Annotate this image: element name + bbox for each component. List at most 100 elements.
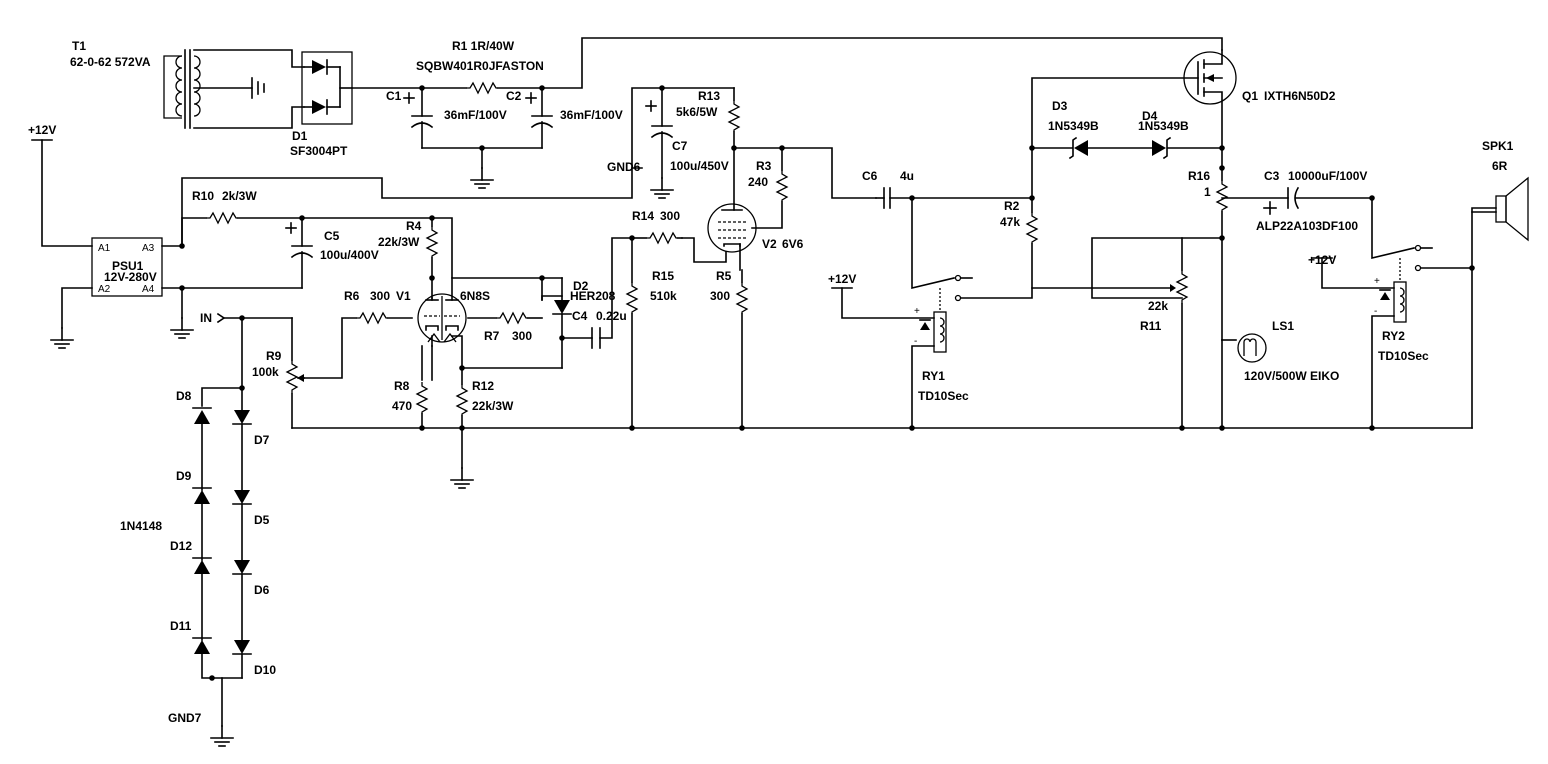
net-plus12-a: +12V bbox=[28, 123, 56, 137]
r1-value: SQBW401R0JFASTON bbox=[416, 59, 544, 73]
r14-value: 300 bbox=[660, 209, 680, 223]
diode-d9 bbox=[192, 487, 212, 504]
d1-value: SF3004PT bbox=[290, 144, 348, 158]
r9-value: 100k bbox=[252, 365, 279, 379]
potentiometer-r11 bbox=[1170, 237, 1189, 429]
c5-ref: C5 bbox=[324, 229, 340, 243]
r9-ref: R9 bbox=[266, 349, 282, 363]
psu1-value: 12V-280V bbox=[104, 270, 157, 284]
ry1-value: TD10Sec bbox=[918, 389, 969, 403]
r4-ref: R4 bbox=[406, 219, 422, 233]
d7-label: D7 bbox=[254, 433, 270, 447]
resistor-r15 bbox=[626, 281, 638, 315]
d3-value: 1N5349B bbox=[1048, 119, 1099, 133]
transformer-t1 bbox=[163, 49, 305, 129]
diode-part-label: 1N4148 bbox=[120, 519, 162, 533]
ls1-value: 120V/500W EIKO bbox=[1244, 369, 1339, 383]
resistor-r5 bbox=[736, 281, 748, 315]
r15-ref: R15 bbox=[652, 269, 674, 283]
c6-value: 4u bbox=[900, 169, 914, 183]
r6-value: 300 bbox=[370, 289, 390, 303]
r2-value: 47k bbox=[1000, 215, 1020, 229]
c3-value: 10000uF/100V bbox=[1288, 169, 1367, 183]
resistor-r10 bbox=[205, 212, 239, 224]
r10-value: 2k/3W bbox=[222, 189, 257, 203]
capacitor-c1 bbox=[403, 85, 434, 149]
r4-value: 22k/3W bbox=[378, 235, 420, 249]
c1-value: 36mF/100V bbox=[444, 108, 507, 122]
ground-symbol bbox=[650, 177, 674, 199]
c3-part: ALP22A103DF100 bbox=[1256, 219, 1358, 233]
c6-ref: C6 bbox=[862, 169, 878, 183]
diode-d8 bbox=[192, 407, 212, 424]
r15-value: 510k bbox=[650, 289, 677, 303]
input-label: IN bbox=[200, 311, 212, 325]
gnd7-ref: GND7 bbox=[168, 711, 202, 725]
c4-ref: C4 bbox=[572, 309, 588, 323]
ground-symbol bbox=[170, 317, 194, 339]
v1-ref: V1 bbox=[396, 289, 411, 303]
net-plus12-b: +12V bbox=[828, 272, 856, 286]
resistor-r4 bbox=[426, 225, 438, 259]
resistor-r1 bbox=[465, 82, 499, 94]
potentiometer-r9 bbox=[285, 317, 305, 429]
c1-ref: C1 bbox=[386, 89, 402, 103]
tube-v1 bbox=[417, 277, 467, 343]
ry2-ref: RY2 bbox=[1382, 329, 1405, 343]
d3-ref: D3 bbox=[1052, 99, 1068, 113]
resistor-r3 bbox=[776, 169, 788, 203]
ry2-plus: + bbox=[1374, 276, 1380, 287]
ground-symbol bbox=[450, 467, 474, 489]
ry2-value: TD10Sec bbox=[1378, 349, 1429, 363]
resistor-r2 bbox=[1026, 211, 1038, 245]
ry2-minus: - bbox=[1374, 306, 1377, 317]
psu1-ref: PSU1 bbox=[112, 259, 144, 273]
d10-label: D10 bbox=[254, 663, 276, 677]
d2-ref: D2 bbox=[573, 279, 589, 293]
r12-value: 22k/3W bbox=[472, 399, 514, 413]
spk1-value: 6R bbox=[1492, 159, 1508, 173]
c3-ref: C3 bbox=[1264, 169, 1280, 183]
capacitor-c4 bbox=[561, 327, 601, 349]
diode-d12 bbox=[192, 557, 212, 574]
relay-ry2 bbox=[1321, 197, 1475, 429]
psu1-pin-a4: A4 bbox=[142, 284, 155, 295]
gnd6-ref: GND6 bbox=[607, 160, 641, 174]
capacitor-c7 bbox=[645, 87, 674, 179]
v2-ref: V2 bbox=[762, 237, 777, 251]
diode-d11 bbox=[192, 637, 212, 654]
mosfet-q1 bbox=[1031, 49, 1237, 149]
zener-d4 bbox=[1152, 136, 1172, 160]
resistor-r13 bbox=[728, 99, 740, 133]
psu1-module bbox=[91, 237, 163, 297]
r6-ref: R6 bbox=[344, 289, 360, 303]
r7-ref: R7 bbox=[484, 329, 500, 343]
ground-symbol bbox=[210, 725, 234, 747]
d6-label: D6 bbox=[254, 583, 270, 597]
d8-label: D8 bbox=[176, 389, 192, 403]
d11-label: D11 bbox=[170, 619, 192, 633]
r8-ref: R8 bbox=[394, 379, 410, 393]
net-plus12-c: +12V bbox=[1308, 253, 1336, 267]
r10-ref: R10 bbox=[192, 189, 214, 203]
r5-value: 300 bbox=[710, 289, 730, 303]
c7-value: 100u/450V bbox=[670, 159, 729, 173]
c2-value: 36mF/100V bbox=[560, 108, 623, 122]
r13-value: 5k6/5W bbox=[676, 105, 718, 119]
capacitor-c5 bbox=[285, 217, 314, 289]
zener-d3 bbox=[1068, 136, 1088, 160]
diode-d10 bbox=[232, 640, 252, 655]
r14-ref: R14 bbox=[632, 209, 654, 223]
capacitor-c3 bbox=[1221, 186, 1373, 215]
r11-value: 22k bbox=[1148, 299, 1168, 313]
r7-value: 300 bbox=[512, 329, 532, 343]
speaker-spk1 bbox=[1471, 176, 1529, 429]
resistor-r6 bbox=[355, 312, 389, 324]
resistor-r8 bbox=[416, 381, 428, 415]
r2-ref: R2 bbox=[1004, 199, 1020, 213]
v2-value: 6V6 bbox=[782, 237, 804, 251]
ry1-minus: - bbox=[914, 336, 917, 347]
ry1-ref: RY1 bbox=[922, 369, 945, 383]
spk1-ref: SPK1 bbox=[1482, 139, 1514, 153]
